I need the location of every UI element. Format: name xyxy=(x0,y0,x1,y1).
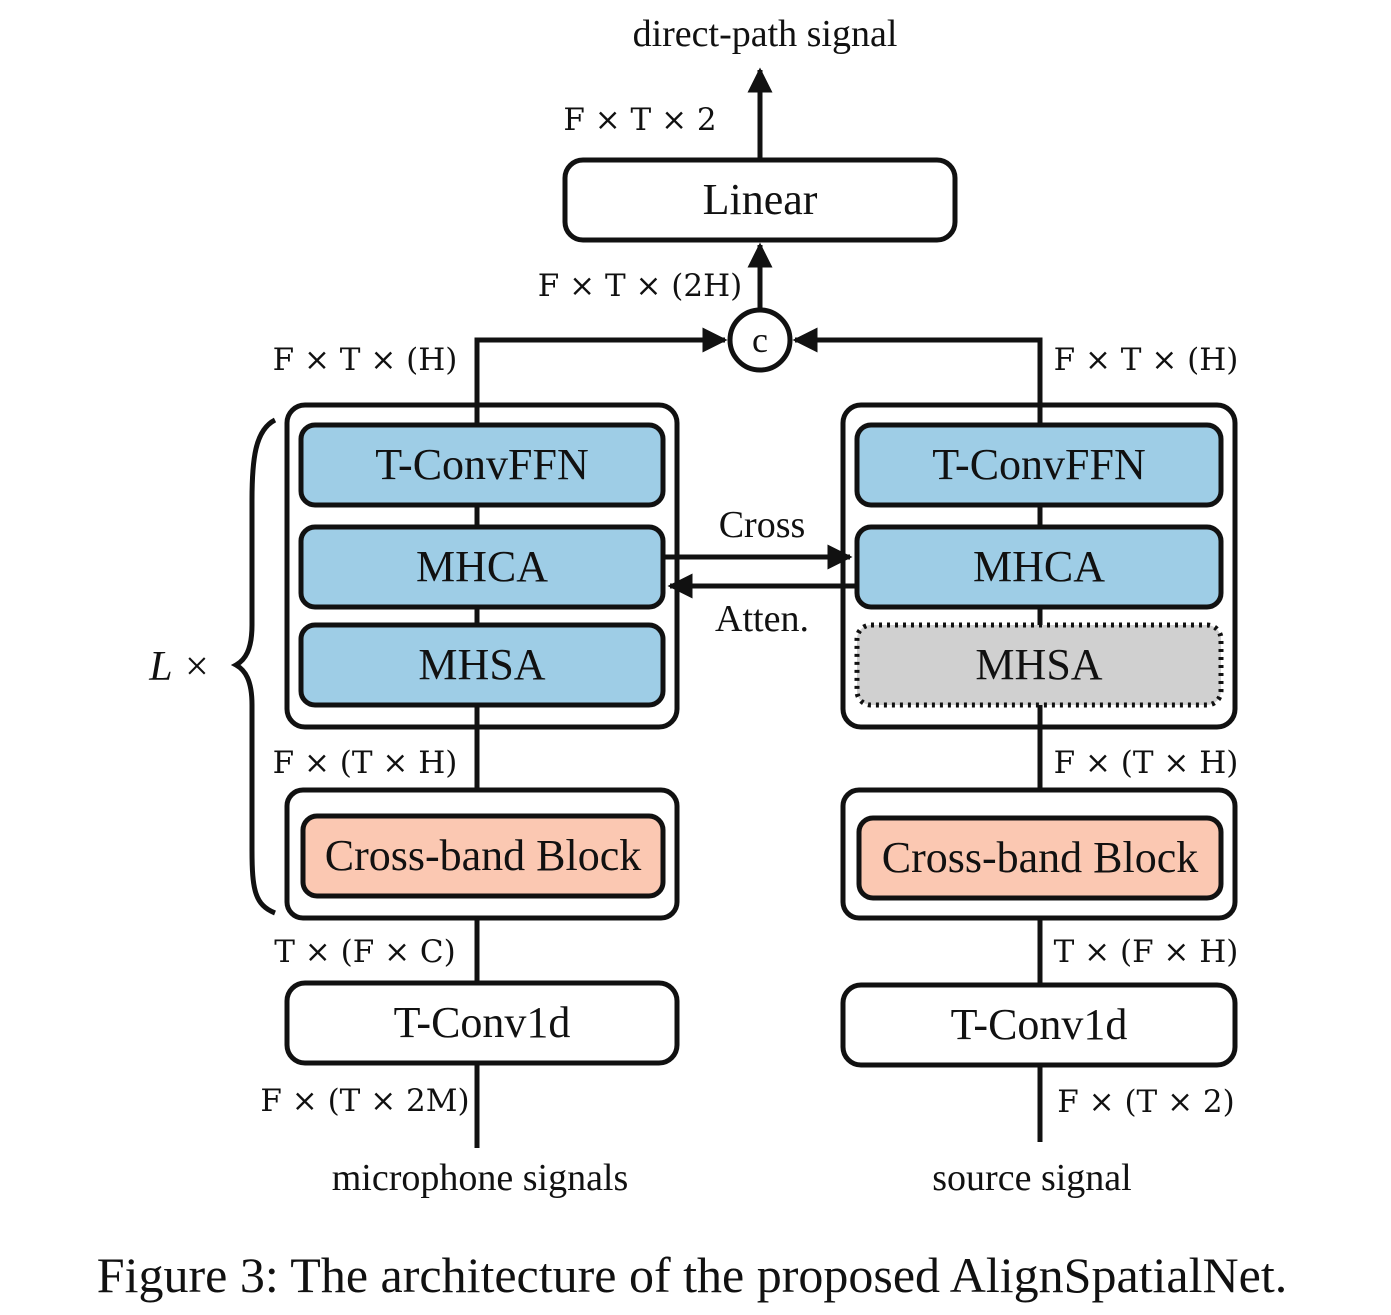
repeat-label: L × xyxy=(148,644,210,690)
right-input-label: source signal xyxy=(932,1157,1131,1199)
dim-left-mid: F × (T × H) xyxy=(273,745,458,781)
right-to-concat-line xyxy=(792,327,1043,420)
right-mhca-label: MHCA xyxy=(973,542,1105,591)
right-mhsa-block xyxy=(854,622,1224,708)
left-tconv1d-label: T-Conv1d xyxy=(394,998,571,1047)
cross-attn-label-bottom: Atten. xyxy=(715,598,809,640)
figure-caption: Figure 3: The architecture of the propos… xyxy=(97,1247,1287,1303)
left-mhca-block xyxy=(298,524,666,610)
left-mhca-label: MHCA xyxy=(416,542,548,591)
linear-block xyxy=(562,157,958,243)
left-tconvffn-block xyxy=(298,422,666,508)
left-crossband-label: Cross-band Block xyxy=(325,831,642,880)
right-tconvffn-label: T-ConvFFN xyxy=(932,440,1146,489)
right-tconvffn-block xyxy=(854,422,1224,508)
right-tconv1d-label: T-Conv1d xyxy=(951,1000,1128,1049)
left-tconv1d-block xyxy=(284,980,680,1066)
dim-right-top: F × T × (H) xyxy=(1054,342,1239,378)
right-crossband-label: Cross-band Block xyxy=(882,833,1199,882)
right-crossband-block xyxy=(856,815,1224,901)
dim-left-top: F × T × (H) xyxy=(273,342,458,378)
left-mhsa-label: MHSA xyxy=(418,640,545,689)
left-input-label: microphone signals xyxy=(332,1157,629,1199)
output-label: direct-path signal xyxy=(633,13,898,55)
right-mhsa-label: MHSA xyxy=(975,640,1102,689)
left-mhsa-block xyxy=(298,622,666,708)
dim-left-low: T × (F × C) xyxy=(274,934,455,970)
concat-node xyxy=(727,307,793,373)
left-attention-container xyxy=(284,402,680,730)
cross-attn-label-top: Cross xyxy=(719,504,806,546)
concat-label: c xyxy=(752,320,768,360)
dim-right-mid: F × (T × H) xyxy=(1054,745,1239,781)
dim-right-low: T × (F × H) xyxy=(1054,934,1239,970)
repeat-brace xyxy=(230,417,277,916)
left-crossband-block xyxy=(300,813,666,899)
right-tconv1d-block xyxy=(840,982,1238,1068)
dim-output: F × T × 2 xyxy=(563,102,716,138)
right-mhca-block xyxy=(854,524,1224,610)
dim-left-in: F × (T × 2M) xyxy=(260,1083,469,1119)
dim-concat-out: F × T × (2H) xyxy=(538,268,743,304)
left-to-concat-line xyxy=(474,327,728,420)
linear-label: Linear xyxy=(703,175,818,224)
dim-right-in: F × (T × 2) xyxy=(1057,1084,1234,1120)
left-tconvffn-label: T-ConvFFN xyxy=(375,440,589,489)
